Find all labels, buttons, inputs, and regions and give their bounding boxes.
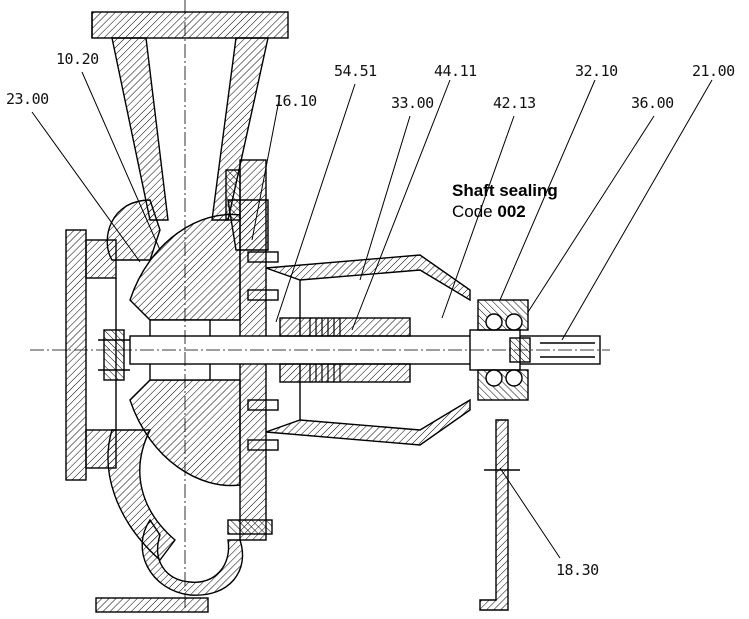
leader-33-00 (359, 115, 411, 281)
cover-bolts (227, 251, 279, 535)
label-18-30: 18.30 (556, 561, 599, 579)
label-44-11: 44.11 (434, 62, 477, 80)
leader-18-30 (499, 467, 561, 559)
suction-bolts (98, 329, 130, 381)
support-foot (479, 419, 520, 611)
label-16-10: 16.10 (274, 92, 317, 110)
label-36-00: 36.00 (631, 94, 674, 112)
label-33-00: 33.00 (391, 94, 434, 112)
leader-23-00 (31, 111, 141, 263)
label-54-51: 54.51 (334, 62, 377, 80)
label-23-00: 23.00 (6, 90, 49, 108)
volute-casing-lower (107, 429, 176, 562)
leader-32-10 (499, 79, 596, 301)
pump-foot (95, 597, 209, 613)
leader-21-00 (561, 79, 713, 341)
shaft-sealing-title: Shaft sealing (452, 181, 558, 200)
label-21-00: 21.00 (692, 62, 735, 80)
shaft-sealing-code-prefix: Code (452, 202, 493, 221)
leader-54-51 (275, 83, 356, 323)
leader-36-00 (527, 115, 655, 313)
leader-42-13 (441, 115, 515, 319)
shaft-seal-area (279, 317, 411, 383)
leader-16-10 (251, 94, 281, 241)
label-32-10: 32.10 (575, 62, 618, 80)
shaft-sealing-annotation: Shaft sealing Code 002 (452, 180, 558, 222)
shaft-sealing-code-value: 002 (497, 202, 526, 221)
bearing-bracket (265, 254, 471, 446)
leader-44-11 (351, 79, 451, 331)
label-10-20: 10.20 (56, 50, 99, 68)
volute-casing-upper (106, 199, 161, 261)
suction-flange (65, 229, 117, 481)
leader-10-20 (81, 71, 161, 251)
label-42-13: 42.13 (493, 94, 536, 112)
discharge-nozzle (111, 37, 169, 221)
bearings (477, 299, 529, 401)
discharge-flange (91, 11, 289, 39)
